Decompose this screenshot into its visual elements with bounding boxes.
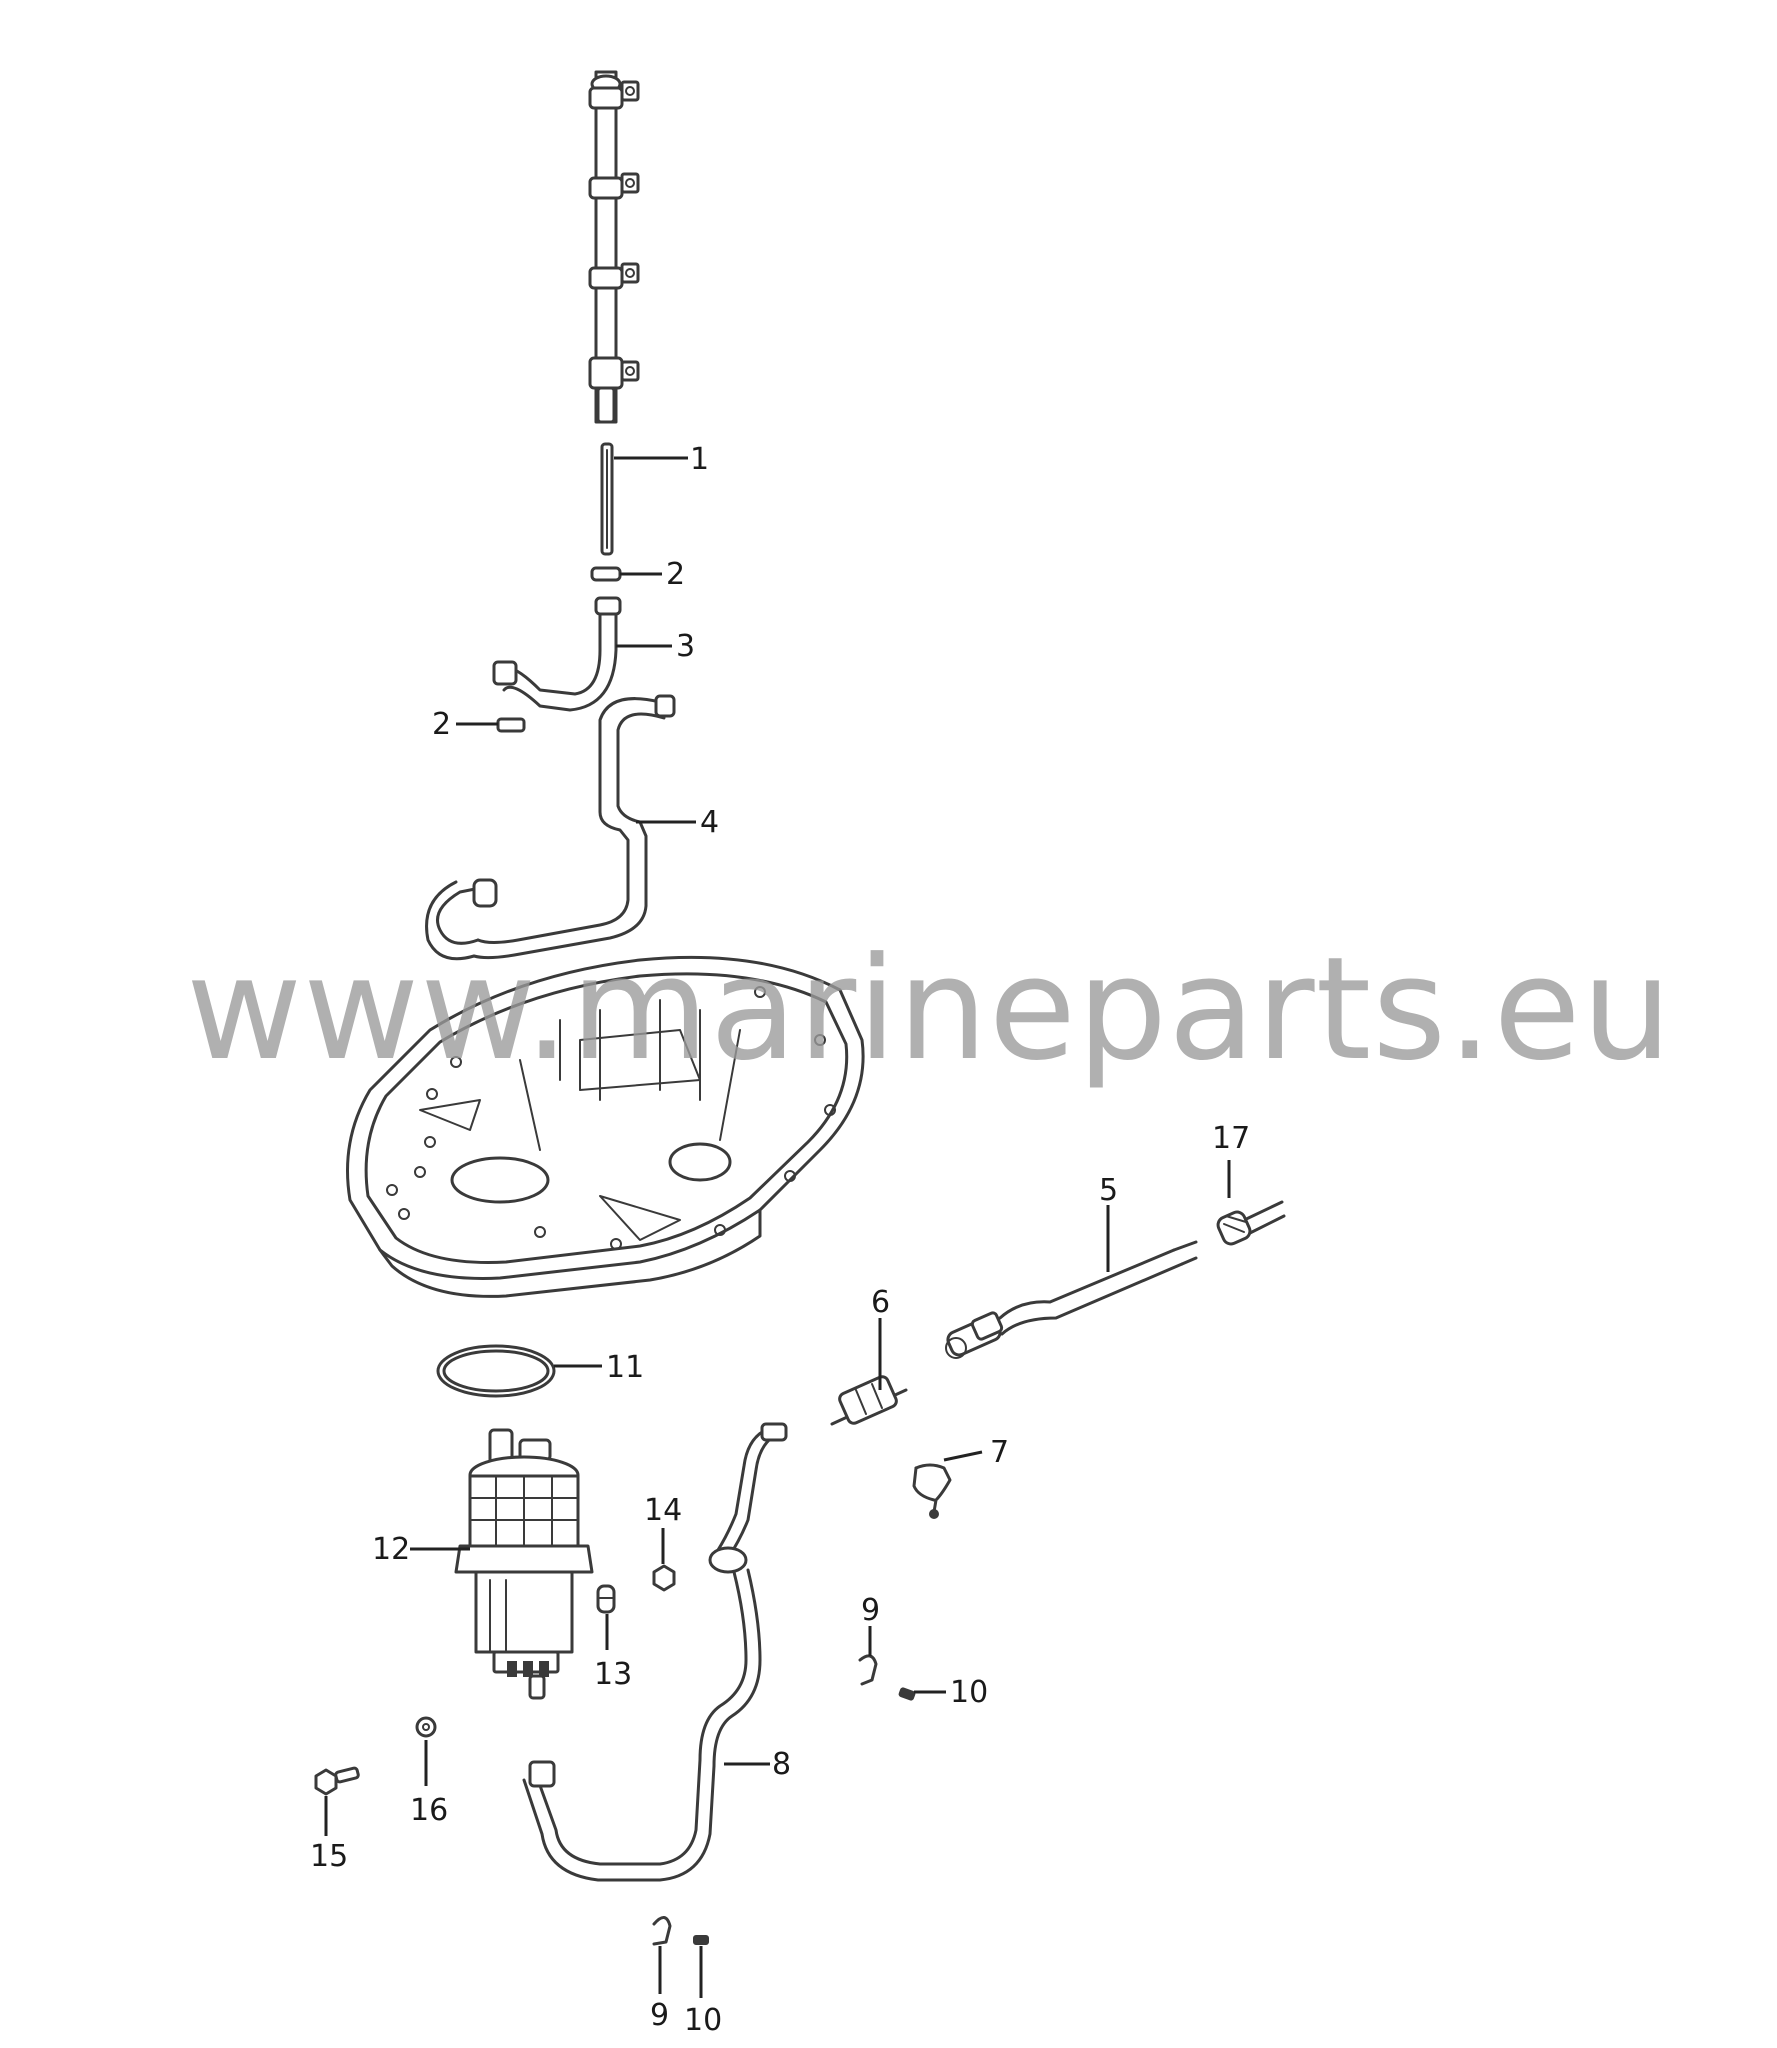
callout-14: 14 <box>644 1493 682 1528</box>
rail-clamp-2 <box>588 172 640 200</box>
part-9-clip-lower <box>652 1916 672 1946</box>
callout-9-lower: 9 <box>650 1998 669 2033</box>
part-4-long-pipe <box>425 694 676 961</box>
fuel-rail-assembly <box>588 70 640 424</box>
part-7-clip <box>912 1463 952 1519</box>
part-13-grommet <box>596 1584 616 1614</box>
callout-2-upper: 2 <box>666 557 685 592</box>
callout-8: 8 <box>772 1747 791 1782</box>
callout-12: 12 <box>372 1532 410 1567</box>
callout-6: 6 <box>871 1285 890 1320</box>
callout-9-upper: 9 <box>861 1593 880 1628</box>
part-10-screw-lower <box>693 1935 709 1945</box>
part-16-washer <box>415 1716 437 1738</box>
part-3-bent-pipe <box>492 596 622 712</box>
callout-10-lower: 10 <box>684 2003 722 2038</box>
leader-lines <box>324 456 1231 1998</box>
part-14-nut <box>652 1564 676 1592</box>
rail-clamp-4 <box>588 356 640 424</box>
part-1-pin <box>600 442 614 556</box>
callout-1: 1 <box>690 442 709 477</box>
callout-16: 16 <box>410 1793 448 1828</box>
callout-labels: 1 2 3 2 4 17 5 6 11 7 14 12 13 9 10 8 16… <box>310 442 1250 2038</box>
part-2-sleeve-lower <box>496 717 526 733</box>
part-17-connector <box>1216 1200 1286 1246</box>
part-8-fuel-hose <box>522 1422 788 1882</box>
callout-3: 3 <box>676 629 695 664</box>
callout-13: 13 <box>594 1657 632 1692</box>
part-12-fuel-filter <box>454 1428 594 1700</box>
part-2-sleeve-upper <box>590 566 622 582</box>
callout-15: 15 <box>310 1839 348 1874</box>
part-6-inline-filter <box>830 1375 908 1426</box>
callout-4: 4 <box>700 805 719 840</box>
rail-clamp-1 <box>588 74 640 110</box>
part-11-o-ring <box>436 1344 556 1398</box>
callout-5: 5 <box>1099 1173 1118 1208</box>
watermark-text: www.marineparts.eu <box>186 927 1673 1092</box>
part-9-clip-upper <box>858 1654 878 1686</box>
callout-17: 17 <box>1212 1121 1250 1156</box>
part-5-fuel-line <box>945 1240 1198 1359</box>
part-10-screw-upper <box>898 1687 916 1701</box>
callout-7: 7 <box>990 1435 1009 1470</box>
callout-10-upper: 10 <box>950 1675 988 1710</box>
callout-11: 11 <box>606 1350 644 1385</box>
adaptor-plate-housing <box>346 955 865 1298</box>
rail-clamp-3 <box>588 262 640 290</box>
part-15-bolt <box>314 1766 360 1796</box>
callout-2-lower: 2 <box>432 707 451 742</box>
